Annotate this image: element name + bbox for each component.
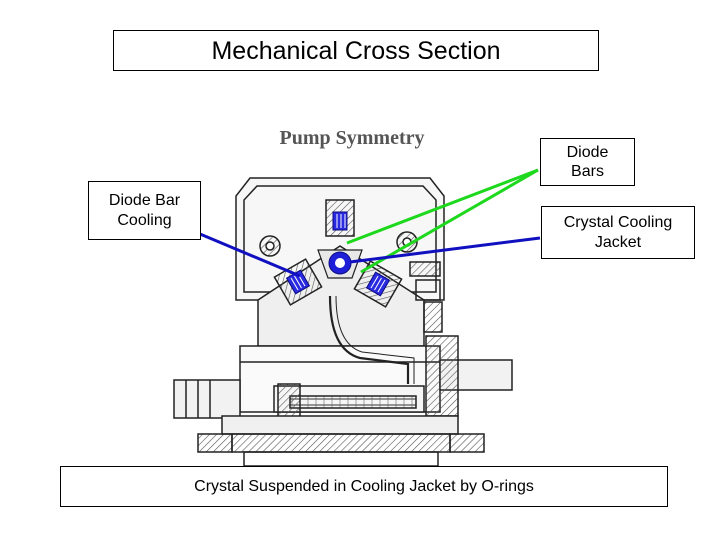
diode-bars-label: Diode Bars: [566, 143, 609, 180]
caption-box: Crystal Suspended in Cooling Jacket by O…: [60, 466, 668, 507]
leader-crystal-jacket: [349, 236, 541, 264]
leader-diode-bar-cooling: [199, 232, 301, 278]
crystal-cooling-jacket-callout: Crystal Cooling Jacket: [541, 206, 695, 259]
leader-lines: [199, 168, 541, 278]
diode-bar-top: [325, 199, 355, 237]
leader-diode-bars-top: [346, 168, 539, 245]
diode-bar-cooling-callout: Diode Bar Cooling: [88, 181, 201, 240]
caption-text: Crystal Suspended in Cooling Jacket by O…: [194, 477, 534, 495]
diode-bar-cooling-label: Diode Bar Cooling: [108, 192, 181, 229]
crystal-cooling-jacket-label: Crystal Cooling Jacket: [563, 214, 673, 251]
slide-title: Mechanical Cross Section: [211, 36, 501, 65]
leader-diode-bars-right: [360, 168, 539, 274]
title-box: Mechanical Cross Section: [113, 30, 599, 71]
diode-bars-callout: Diode Bars: [540, 138, 635, 186]
diode-bar-right: [353, 260, 403, 308]
diagram-title: Pump Symmetry: [280, 127, 425, 149]
